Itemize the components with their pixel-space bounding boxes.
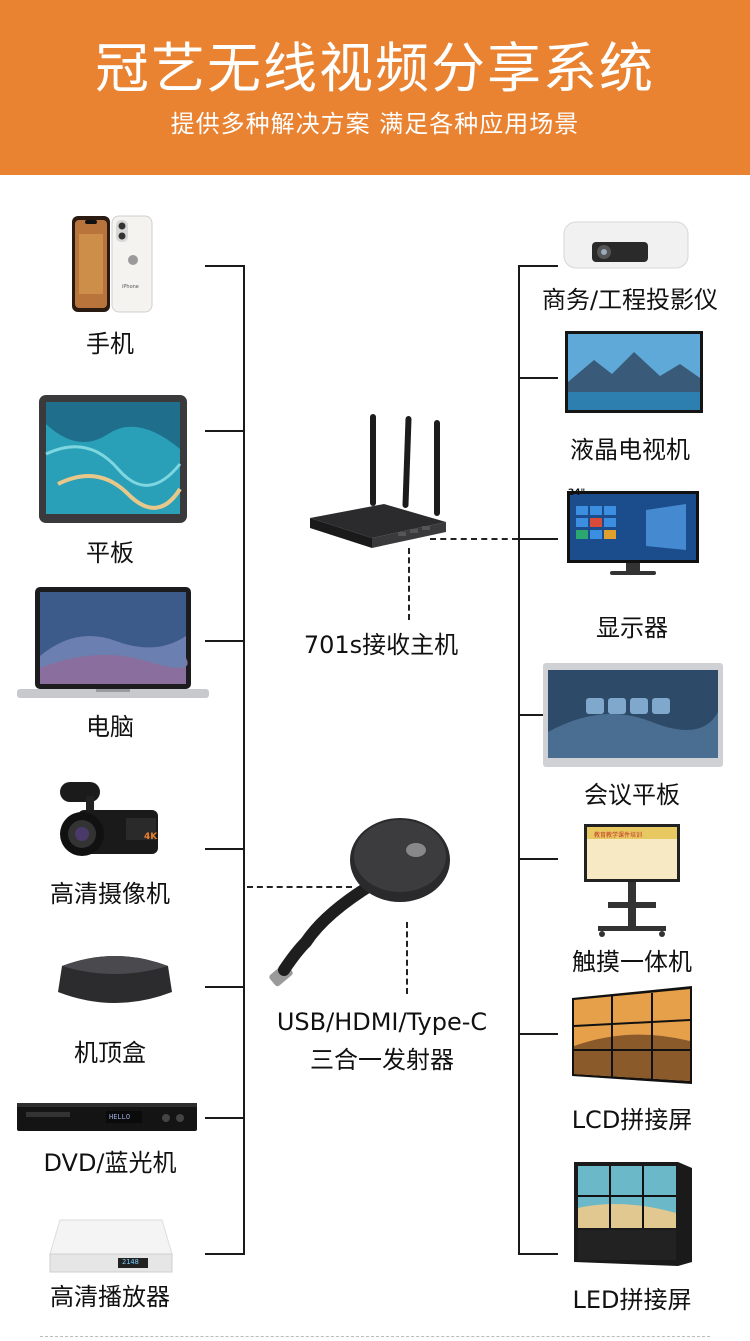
page-title: 冠艺无线视频分享系统 <box>0 24 750 103</box>
dvd-player-image: HELLO <box>16 1100 198 1138</box>
touch-kiosk-image: 教育教学课件培训 <box>582 822 682 944</box>
label-laptop: 电脑 <box>40 707 180 742</box>
dvd-display-text: HELLO <box>109 1113 130 1121</box>
projector-image <box>562 216 690 276</box>
receiver-router-image <box>306 414 450 558</box>
player-display-text: 2148 <box>122 1258 139 1266</box>
settop-box-image <box>52 948 178 1018</box>
left-branch-tablet <box>205 430 245 432</box>
monitor-image: 24" <box>566 490 700 582</box>
phone-brand-text: iPhone <box>122 284 139 290</box>
receiver-down-dash <box>408 548 410 620</box>
left-branch-phone <box>205 265 245 267</box>
left-branch-camcorder <box>205 848 245 850</box>
left-branch-laptop <box>205 640 245 642</box>
label-transmitter-line1: USB/HDMI/Type-C <box>258 1008 506 1036</box>
lcd-tv-image <box>564 330 704 420</box>
label-led-video-wall: LED拼接屏 <box>552 1280 712 1315</box>
right-branch-projector <box>518 265 558 267</box>
label-camcorder: 高清摄像机 <box>30 874 190 909</box>
laptop-image <box>16 586 210 704</box>
header-banner: 冠艺无线视频分享系统 提供多种解决方案 满足各种应用场景 <box>0 0 750 175</box>
bottom-divider <box>40 1336 710 1337</box>
label-lcd-video-wall: LCD拼接屏 <box>552 1100 712 1135</box>
right-branch-tv <box>518 377 558 379</box>
conference-board-image <box>542 662 724 772</box>
media-player-image: 2148 <box>48 1218 174 1280</box>
camcorder-badge: 4K <box>144 832 157 842</box>
left-bus-line <box>243 265 245 1255</box>
label-media-player: 高清播放器 <box>30 1277 190 1312</box>
label-receiver: 701s接收主机 <box>298 625 464 660</box>
label-settop: 机顶盒 <box>40 1033 180 1068</box>
right-branch-ledwall <box>518 1253 558 1255</box>
right-bus-line <box>518 265 520 1255</box>
touch-banner-text: 教育教学课件培训 <box>594 830 642 839</box>
label-projector: 商务/工程投影仪 <box>530 280 730 315</box>
left-branch-dvd <box>205 1117 245 1119</box>
camcorder-image: 4K <box>58 780 168 876</box>
label-dvd: DVD/蓝光机 <box>20 1143 200 1178</box>
phone-image: iPhone <box>70 214 156 318</box>
right-branch-touch <box>518 858 558 860</box>
label-touch-kiosk: 触摸一体机 <box>552 942 712 977</box>
label-conference-board: 会议平板 <box>552 775 712 810</box>
page-subtitle: 提供多种解决方案 满足各种应用场景 <box>0 104 750 139</box>
transmitter-dongle-image <box>266 812 452 996</box>
right-branch-monitor <box>518 538 558 540</box>
label-monitor: 显示器 <box>552 608 712 643</box>
lcd-video-wall-image <box>570 986 694 1088</box>
tablet-image <box>38 394 188 528</box>
right-branch-lcdwall <box>518 1033 558 1035</box>
monitor-size-text: 24" <box>568 488 585 498</box>
label-transmitter-line2: 三合一发射器 <box>258 1040 506 1075</box>
left-branch-player <box>205 1253 245 1255</box>
label-tablet: 平板 <box>40 533 180 568</box>
led-video-wall-image <box>572 1158 694 1270</box>
left-branch-settop <box>205 986 245 988</box>
label-phone: 手机 <box>40 324 180 359</box>
label-lcd-tv: 液晶电视机 <box>540 430 720 465</box>
